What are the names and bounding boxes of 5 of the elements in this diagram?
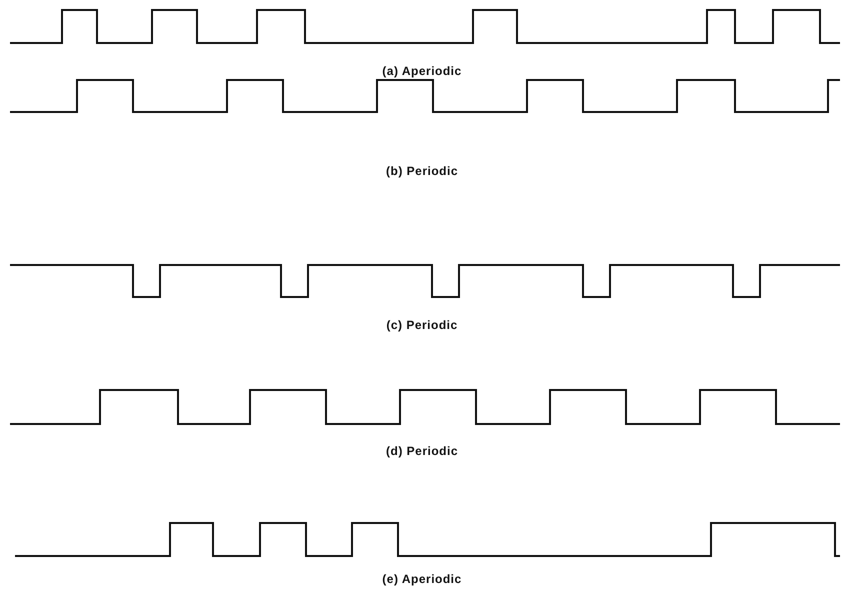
waveform-caption: (a) Aperiodic (382, 64, 462, 78)
waveform-caption: (b) Periodic (386, 164, 458, 178)
waveform-caption: (e) Aperiodic (382, 572, 462, 586)
waveform-caption: (d) Periodic (386, 444, 458, 458)
waveform-caption: (c) Periodic (386, 318, 458, 332)
